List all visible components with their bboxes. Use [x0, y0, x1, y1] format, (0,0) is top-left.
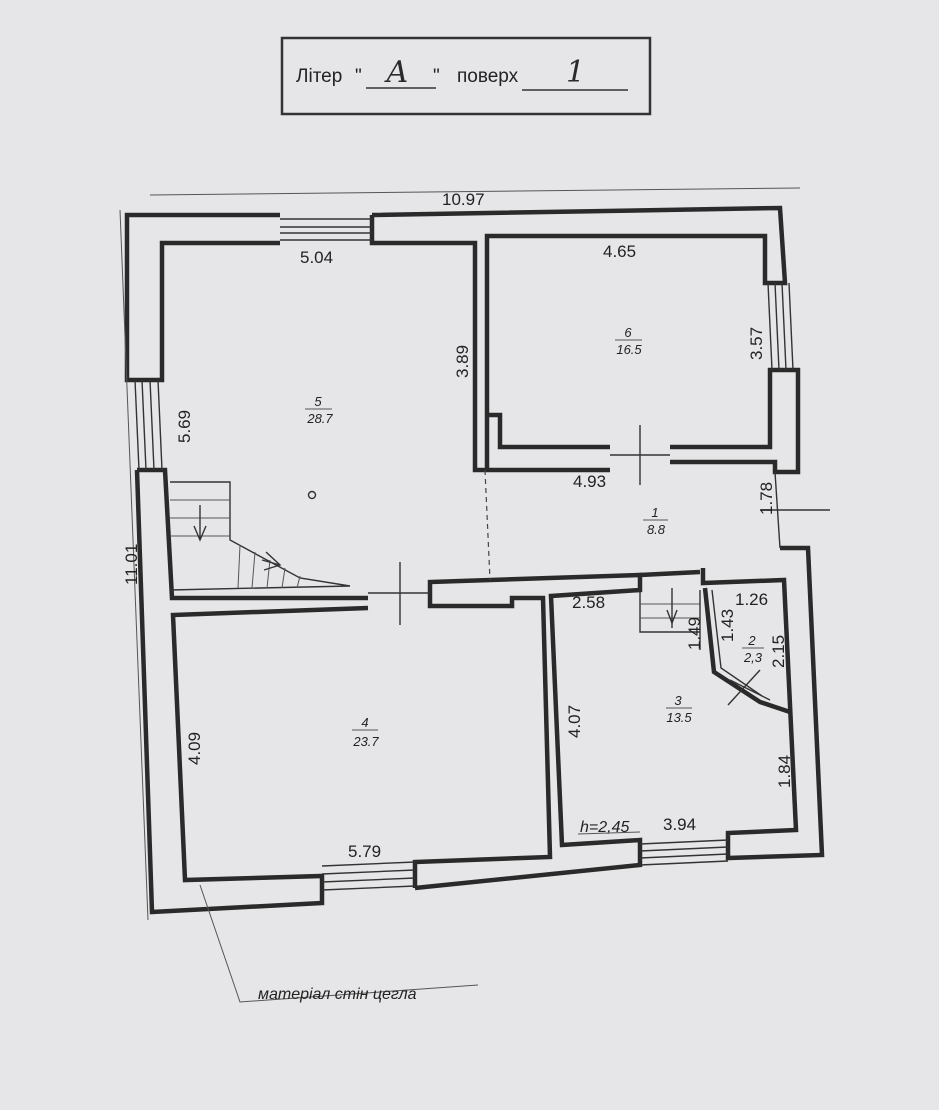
svg-text:28.7: 28.7	[306, 411, 333, 426]
floor-label: поверх	[457, 66, 519, 87]
dimension-labels: 10.97 5.04 5.69 3.89 4.65 3.57 4.93 1.78…	[119, 187, 801, 921]
wall-bottom-rooms	[412, 572, 643, 891]
ceiling-height: h=2,45	[580, 819, 629, 836]
room-labels: 5 28.7 6 16.5 1 8.8 4 23.7 3 13.5 2 2,3	[305, 325, 764, 749]
outer-walls	[124, 205, 825, 915]
liter-value: А	[384, 55, 409, 90]
svg-text:2,3: 2,3	[743, 650, 763, 665]
stairs-room5	[169, 481, 351, 591]
window-bottom-right	[639, 839, 729, 866]
dim-overall-width: 10.97	[442, 190, 485, 209]
svg-text:8.8: 8.8	[647, 522, 666, 537]
svg-text:16.5: 16.5	[616, 342, 642, 357]
room-2-label: 2 2,3	[742, 633, 764, 665]
svg-text:3: 3	[674, 693, 682, 708]
room-6-label: 6 16.5	[615, 325, 642, 357]
dim-hall-right: 1.78	[757, 482, 776, 515]
dim-room2-top: 1.26	[735, 590, 768, 609]
dim-room4-left: 4.09	[185, 732, 204, 765]
window-top	[280, 218, 372, 241]
svg-text:4: 4	[361, 715, 368, 730]
dim-room6-top: 4.65	[603, 242, 636, 261]
dim-room6-bottom: 4.93	[573, 472, 606, 491]
dim-overall-height: 11.01	[122, 544, 141, 585]
liter-open-quote: "	[355, 66, 362, 87]
dim-room5-left: 5.69	[175, 410, 194, 443]
room2-closet	[702, 587, 791, 715]
door-markers	[368, 425, 830, 625]
window-left	[134, 379, 163, 471]
dim-room5-right: 3.89	[453, 345, 472, 378]
liter-close-quote: "	[433, 66, 440, 87]
title-frame	[280, 36, 652, 116]
wall-top-middle	[369, 215, 485, 473]
note-text: матеріал стін цегла	[258, 986, 417, 1003]
liter-label: Літер	[296, 66, 342, 87]
svg-text:13.5: 13.5	[666, 710, 692, 725]
windows	[134, 218, 794, 891]
dim-room3-left: 4.07	[565, 705, 584, 738]
svg-text:6: 6	[624, 325, 632, 340]
dim-room3-right: 1.84	[775, 755, 794, 788]
svg-text:1: 1	[651, 505, 658, 520]
wall-room6-step	[487, 412, 610, 450]
wall-hall-stub	[639, 569, 701, 578]
partition-dashed	[484, 469, 491, 581]
wall-material-note: матеріал стін цегла	[199, 884, 479, 1003]
wall-top-left	[124, 212, 280, 383]
room-4-label: 4 23.7	[352, 715, 379, 749]
wall-top-right	[371, 205, 788, 470]
wall-room6-right	[670, 367, 801, 475]
dim-room2-right: 2.15	[769, 635, 788, 668]
floor-value: 1	[566, 55, 585, 90]
room-1-label: 1 8.8	[643, 505, 668, 537]
dim-room3-bottom: 3.94	[663, 815, 696, 834]
room-5-label: 5 28.7	[305, 394, 333, 426]
circle-marker	[307, 490, 317, 500]
svg-text:2: 2	[747, 633, 756, 648]
dim-room3-top: 2.58	[572, 593, 605, 612]
note-leader-line	[199, 884, 479, 1003]
dim-room6-right: 3.57	[747, 327, 766, 360]
wall-left-upper	[137, 467, 368, 601]
svg-text:5: 5	[314, 394, 322, 409]
dim-line-overall	[149, 187, 801, 196]
room-3-label: 3 13.5	[666, 693, 692, 725]
window-right	[767, 282, 794, 371]
stairs-room3	[639, 588, 701, 650]
title-block: Літер " А " поверх 1	[280, 36, 652, 116]
svg-text:23.7: 23.7	[352, 734, 379, 749]
wall-left-lower	[134, 469, 369, 915]
dim-room2-left: 1.43	[718, 609, 737, 642]
wall-right-lower	[700, 545, 825, 861]
dim-room4-bottom: 5.79	[348, 842, 381, 861]
window-bottom-left	[321, 861, 416, 891]
dim-line-height	[119, 209, 149, 921]
dim-stair-small: 1.49	[685, 617, 704, 650]
dim-room5-top: 5.04	[300, 248, 333, 267]
door-entrance-leaf	[774, 471, 781, 549]
